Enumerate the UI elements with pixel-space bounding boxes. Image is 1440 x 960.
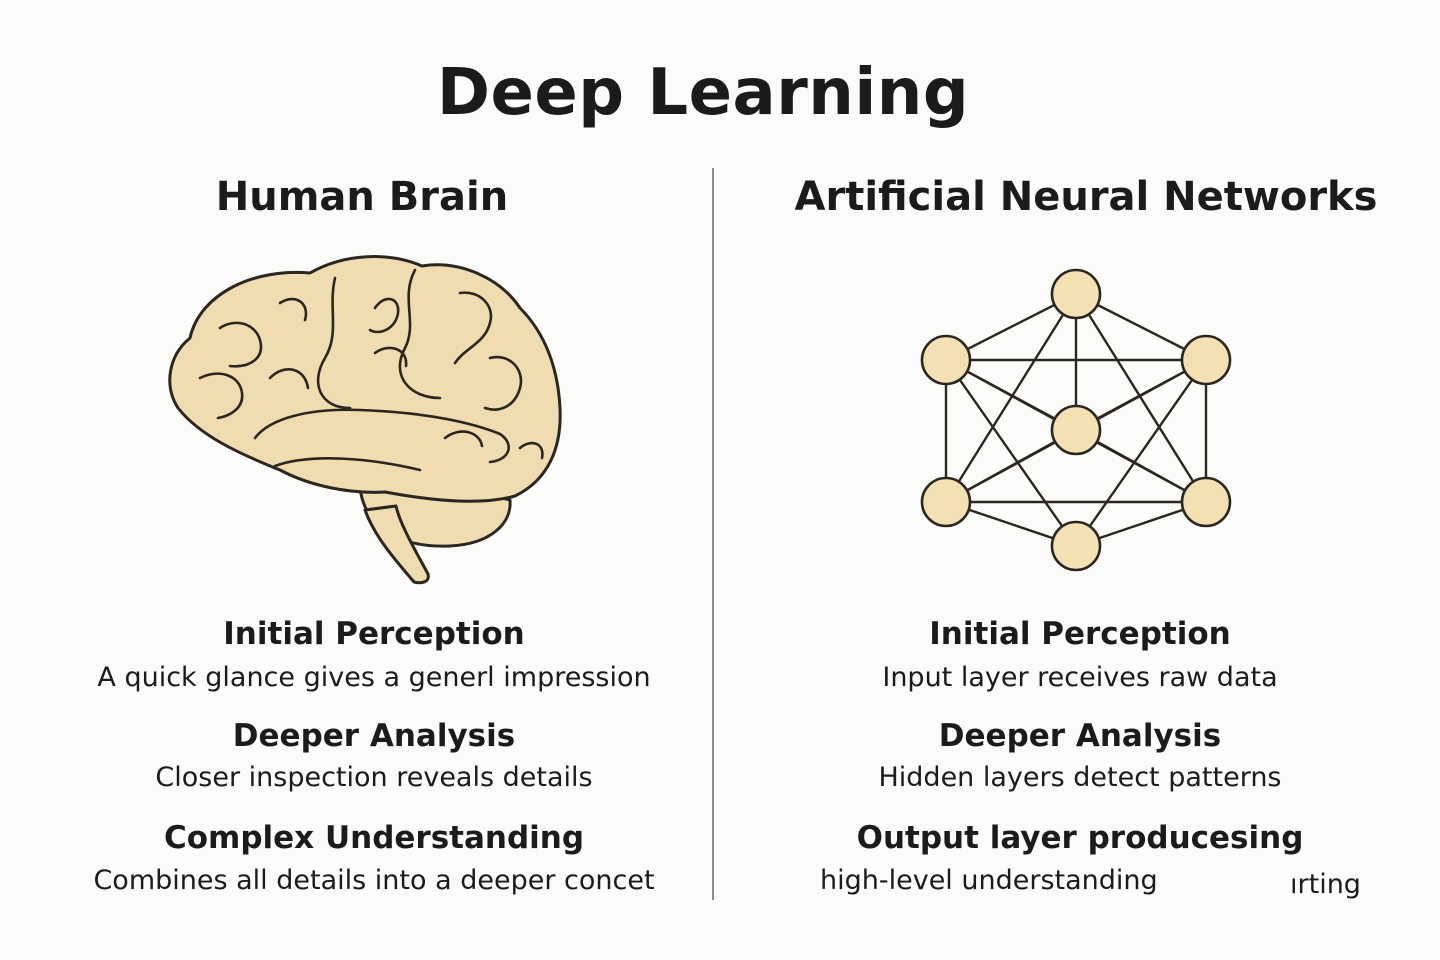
- network-node: [1050, 268, 1102, 320]
- neural-network-icon: [920, 268, 1232, 572]
- left-stage-text-1: A quick glance gives a generl impression: [97, 662, 651, 693]
- left-stage-title-2: Deeper Analysis: [232, 718, 516, 754]
- network-node: [1050, 520, 1102, 572]
- network-node: [920, 476, 972, 528]
- network-node: [920, 334, 972, 386]
- network-node: [1180, 476, 1232, 528]
- network-node: [1180, 334, 1232, 386]
- right-stage-text-1: Input layer receives raw data: [882, 662, 1278, 693]
- right-stage-text-3: high-level understanding: [820, 865, 1158, 896]
- right-stage-title-3: Output layer producesing: [856, 820, 1304, 856]
- column-divider: [712, 168, 714, 900]
- left-stage-text-2: Closer inspection reveals details: [155, 762, 593, 793]
- page-title: Deep Learning: [436, 56, 970, 130]
- left-stage-text-3: Combines all details into a deeper conce…: [93, 865, 655, 896]
- network-node: [1050, 404, 1102, 456]
- right-stage-title-2: Deeper Analysis: [938, 718, 1222, 754]
- left-stage-title-3: Complex Understanding: [163, 820, 585, 856]
- neural-network-heading: Artificial Neural Networks: [794, 174, 1378, 220]
- left-stage-title-1: Initial Perception: [223, 616, 525, 652]
- right-stage-text-2: Hidden layers detect patterns: [878, 762, 1282, 793]
- right-stage-title-1: Initial Perception: [929, 616, 1231, 652]
- stray-text-fragment: ırting: [1290, 869, 1361, 900]
- brain-icon: [168, 255, 562, 585]
- human-brain-heading: Human Brain: [215, 174, 509, 220]
